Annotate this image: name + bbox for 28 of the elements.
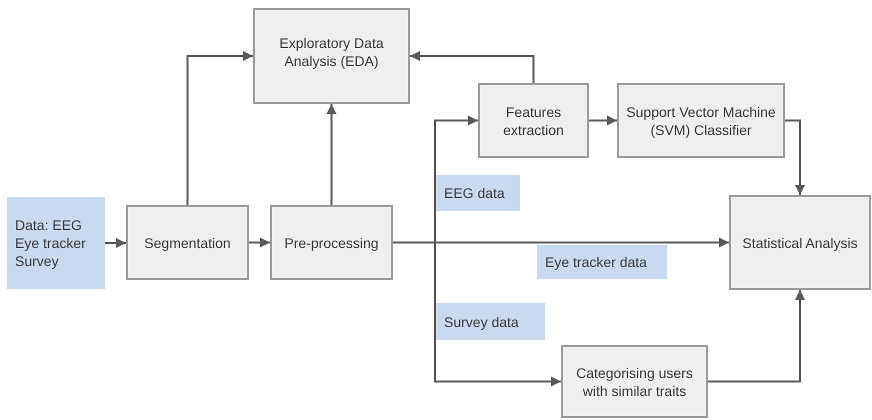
arrow (249, 238, 270, 248)
box-text: Data: EEG Eye tracker Survey (15, 216, 87, 270)
arrow (393, 242, 561, 386)
arrow (785, 120, 805, 195)
box-text: Pre-processing (284, 234, 379, 252)
process-box (729, 195, 871, 290)
process-box (561, 345, 708, 418)
data-source-box (7, 197, 105, 289)
box-text: Support Vector Machine (SVM) Classifier (625, 102, 777, 138)
arrow (105, 238, 126, 248)
box-text: Categorising users with similar traits (575, 364, 694, 400)
box-text: Features extraction (502, 102, 565, 138)
process-box (478, 83, 589, 158)
box-text: Statistical Analysis (742, 234, 858, 252)
process-box (270, 205, 393, 280)
arrow (708, 290, 805, 382)
edge-label: EEG data (436, 175, 520, 211)
process-box (126, 205, 249, 280)
arrow (589, 116, 617, 126)
arrow (186, 51, 253, 205)
edge-label: Survey data (436, 303, 545, 340)
box-text: Segmentation (144, 234, 231, 252)
arrow (326, 104, 336, 205)
process-box (253, 8, 410, 104)
arrow (410, 51, 534, 83)
process-box (617, 83, 785, 158)
edge-label: Eye tracker data (537, 245, 667, 279)
box-text: Exploratory Data Analysis (EDA) (278, 34, 385, 70)
